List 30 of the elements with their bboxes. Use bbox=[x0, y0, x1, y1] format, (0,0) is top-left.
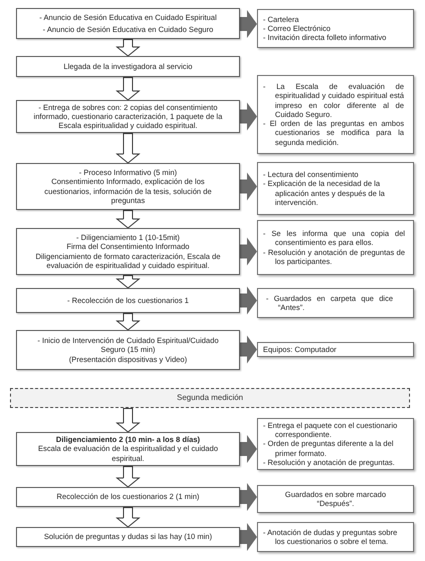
process-box bbox=[16, 288, 240, 313]
note-box bbox=[257, 220, 414, 275]
process-box bbox=[16, 432, 240, 466]
block-arrow bbox=[240, 102, 257, 130]
process-box bbox=[16, 163, 240, 210]
note-box bbox=[257, 75, 414, 154]
note-box bbox=[257, 342, 414, 357]
note-box bbox=[257, 418, 414, 470]
note-box bbox=[257, 485, 414, 513]
phase-band bbox=[10, 388, 410, 408]
process-box bbox=[16, 228, 240, 275]
block-arrow bbox=[240, 10, 257, 38]
process-box bbox=[16, 330, 240, 370]
phase-label: Segunda medición bbox=[176, 393, 244, 403]
process-box bbox=[16, 8, 240, 39]
block-arrow bbox=[240, 435, 257, 463]
block-arrow bbox=[240, 483, 257, 511]
block-arrow bbox=[240, 286, 257, 314]
note-box bbox=[257, 9, 414, 48]
block-arrow bbox=[240, 238, 257, 266]
block-arrow bbox=[240, 523, 257, 551]
process-box bbox=[16, 56, 240, 77]
process-box bbox=[16, 527, 240, 547]
block-arrow bbox=[240, 172, 257, 200]
note-box bbox=[257, 288, 414, 318]
process-box bbox=[16, 100, 240, 133]
note-box bbox=[257, 522, 414, 552]
note-box bbox=[257, 162, 414, 215]
process-box bbox=[16, 487, 240, 507]
block-arrow bbox=[240, 336, 257, 364]
